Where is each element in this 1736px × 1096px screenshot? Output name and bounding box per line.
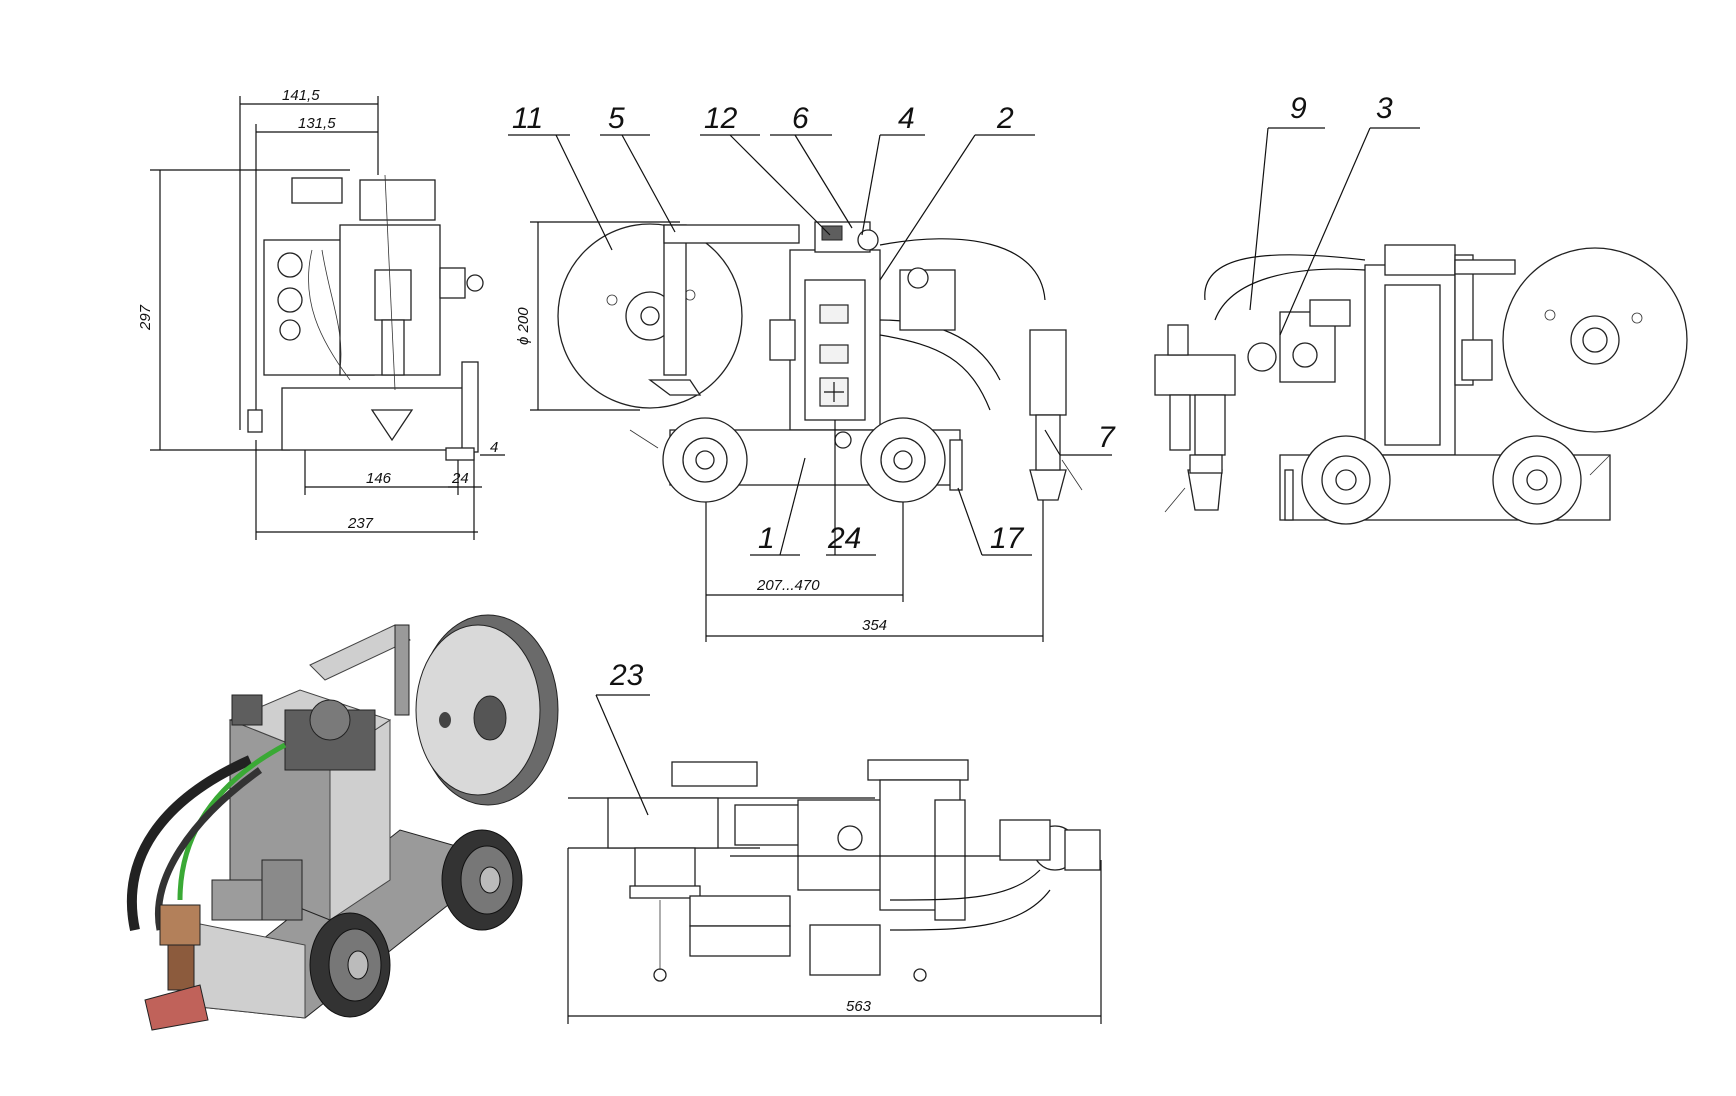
callout-23: 23 xyxy=(609,659,644,692)
callout-6: 6 xyxy=(792,102,809,135)
dim-146: 146 xyxy=(366,470,392,487)
callout-11: 11 xyxy=(512,102,543,135)
dim-diameter-200: ϕ 200 xyxy=(515,307,532,345)
front-view-machine xyxy=(247,174,484,461)
dim-131-5: 131,5 xyxy=(298,115,336,132)
top-view-callouts: 23 xyxy=(595,659,650,816)
dim-297: 297 xyxy=(137,304,154,331)
dim-563: 563 xyxy=(846,998,872,1015)
side-view-callouts: 11 5 12 6 4 2 7 1 24 17 xyxy=(508,102,1116,556)
side-view-machine xyxy=(557,221,1083,503)
rear-side-view-callouts: 9 3 xyxy=(1249,92,1420,336)
callout-9: 9 xyxy=(1290,92,1307,125)
callout-7: 7 xyxy=(1098,421,1116,454)
dim-354: 354 xyxy=(862,617,887,634)
callout-1: 1 xyxy=(758,522,775,555)
callout-4: 4 xyxy=(898,102,915,135)
callout-17: 17 xyxy=(990,522,1025,555)
dim-237: 237 xyxy=(347,515,374,532)
dim-24: 24 xyxy=(451,470,469,487)
callout-2: 2 xyxy=(996,102,1014,135)
side-view: ϕ 200 207...470 354 xyxy=(508,102,1116,642)
callout-12: 12 xyxy=(704,102,738,135)
top-view-dimensions: 563 xyxy=(567,848,1102,1024)
callout-5: 5 xyxy=(608,102,625,135)
dim-4: 4 xyxy=(490,439,498,456)
isometric-view xyxy=(126,614,559,1031)
callout-3: 3 xyxy=(1376,92,1393,125)
dim-141-5: 141,5 xyxy=(282,87,320,104)
dim-207-470: 207...470 xyxy=(756,577,820,594)
top-view: 563 xyxy=(567,659,1102,1024)
rear-side-view: 9 3 xyxy=(1154,92,1688,525)
front-view: 141,5 131,5 297 146 24 4 237 xyxy=(137,87,505,540)
callout-24: 24 xyxy=(827,522,861,555)
rear-side-view-machine xyxy=(1154,244,1688,525)
top-view-machine xyxy=(568,759,1101,982)
